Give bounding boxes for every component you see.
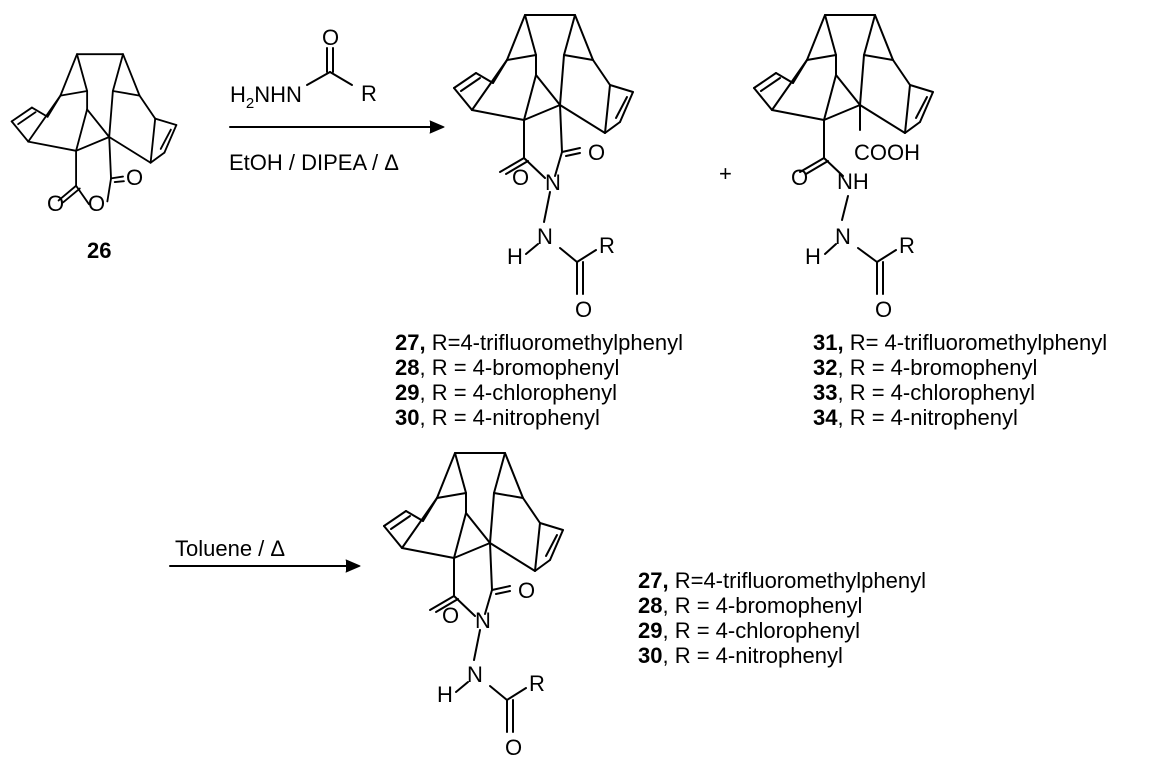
- compound-number: 30: [638, 643, 663, 668]
- acid-r-group: R: [899, 233, 915, 258]
- compound-26-structure: [10, 53, 178, 206]
- reagent-r-group: R: [361, 81, 377, 106]
- compound-26-label: 26: [87, 238, 111, 263]
- imide-top-nitrogen-2: N: [537, 224, 553, 249]
- toluene-conditions: Toluene / Δ: [175, 536, 285, 561]
- compound-number: 30: [395, 405, 420, 430]
- legend-entry: 32, R = 4-bromophenyl: [813, 355, 1107, 380]
- imide-top-oxygen-2: O: [512, 165, 529, 190]
- acid-oxygen-3: O: [875, 297, 892, 322]
- anhydride-oxygen-1: O: [126, 165, 143, 190]
- legend-entry: 29, R = 4-chlorophenyl: [395, 380, 683, 405]
- legend-entry: 34, R = 4-nitrophenyl: [813, 405, 1107, 430]
- legend-entry: 31, R= 4-trifluoromethylphenyl: [813, 330, 1107, 355]
- compound-description: , R = 4-bromophenyl: [837, 355, 1038, 380]
- compound-number: 29: [395, 380, 420, 405]
- reaction-1-conditions: EtOH / DIPEA / Δ: [229, 150, 399, 175]
- compound-description: , R = 4-nitrophenyl: [419, 405, 600, 430]
- compound-number: 28: [395, 355, 420, 380]
- imide-bottom-hydrogen: H: [437, 682, 453, 707]
- legend-entry: 27, R=4-trifluoromethylphenyl: [638, 568, 926, 593]
- legend-entry: 30, R = 4-nitrophenyl: [395, 405, 683, 430]
- imide-bottom-nitrogen-1: N: [475, 608, 491, 633]
- compound-number: 34: [813, 405, 838, 430]
- compound-number: 28: [638, 593, 663, 618]
- acid-carbonyl-oxygen: O: [791, 165, 808, 190]
- anhydride-oxygen-2: O: [47, 191, 64, 216]
- acid-nitrogen-2: N: [835, 224, 851, 249]
- compound-number: 29: [638, 618, 663, 643]
- imide-bottom-nitrogen-2: N: [467, 662, 483, 687]
- compound-number: 32: [813, 355, 838, 380]
- compound-description: , R = 4-bromophenyl: [662, 593, 863, 618]
- compound-number: 31,: [813, 330, 844, 355]
- compound-description: , R = 4-chlorophenyl: [837, 380, 1035, 405]
- legend-entry: 30, R = 4-nitrophenyl: [638, 643, 926, 668]
- anhydride-oxygen-3: O: [88, 191, 105, 216]
- reagent-formula: H2NHN: [230, 82, 302, 112]
- legend-entry: 28, R = 4-bromophenyl: [395, 355, 683, 380]
- imide-top-hydrogen: H: [507, 244, 523, 269]
- imide-bottom-oxygen-2: O: [442, 603, 459, 628]
- compound-description: , R = 4-bromophenyl: [419, 355, 620, 380]
- imide-top-nitrogen-1: N: [545, 170, 561, 195]
- reaction-arrow-1: [229, 120, 445, 134]
- compound-description: , R = 4-nitrophenyl: [662, 643, 843, 668]
- imide-bottom-r-group: R: [529, 671, 545, 696]
- legend-entry: 29, R = 4-chlorophenyl: [638, 618, 926, 643]
- reaction-arrow-2: [169, 559, 361, 573]
- acid-amide-nh: NH: [837, 169, 869, 194]
- compound-description: R= 4-trifluoromethylphenyl: [843, 330, 1108, 355]
- compound-number: 33: [813, 380, 838, 405]
- hydrazide-reagent-bonds: [306, 47, 353, 86]
- compound-description: , R = 4-nitrophenyl: [837, 405, 1018, 430]
- imide-top-r-group: R: [599, 233, 615, 258]
- compound-description: R=4-trifluoromethylphenyl: [425, 330, 683, 355]
- reagent-carbonyl-oxygen: O: [322, 25, 339, 50]
- compound-description: , R = 4-chlorophenyl: [662, 618, 860, 643]
- plus-sign: +: [719, 161, 732, 186]
- acid-hydrogen: H: [805, 244, 821, 269]
- acid-carboxylic-group: COOH: [854, 140, 920, 165]
- acid-product-structure: [753, 14, 934, 295]
- legend-entry: 28, R = 4-bromophenyl: [638, 593, 926, 618]
- compound-number: 27,: [638, 568, 669, 593]
- compound-description: , R = 4-chlorophenyl: [419, 380, 617, 405]
- legend-entry: 27, R=4-trifluoromethylphenyl: [395, 330, 683, 355]
- imide-bottom-oxygen-3: O: [505, 735, 522, 760]
- compound-number: 27,: [395, 330, 426, 355]
- imide-bottom-oxygen-1: O: [518, 578, 535, 603]
- imide-top-oxygen-3: O: [575, 297, 592, 322]
- imide-top-oxygen-1: O: [588, 140, 605, 165]
- compound-description: R=4-trifluoromethylphenyl: [668, 568, 926, 593]
- legend-entry: 33, R = 4-chlorophenyl: [813, 380, 1107, 405]
